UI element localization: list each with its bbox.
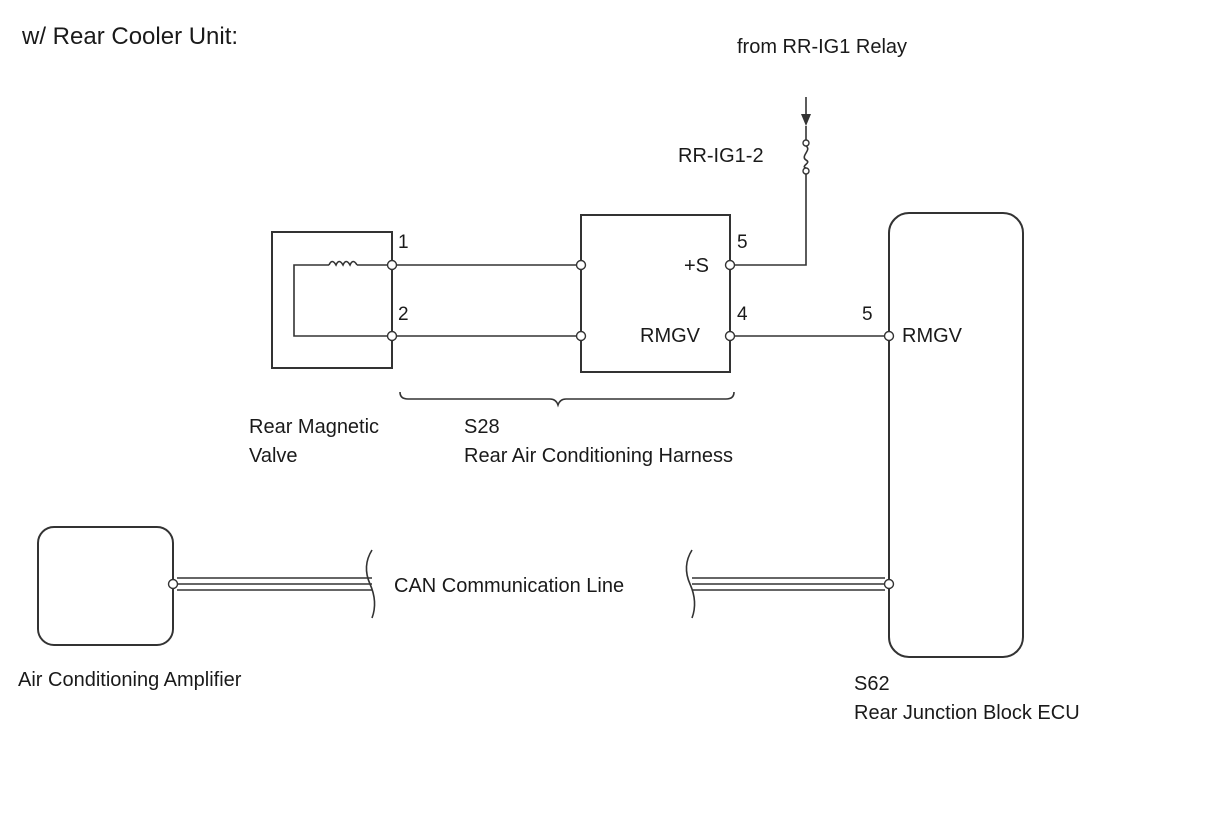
ecu-label-rmgv: RMGV — [902, 325, 963, 347]
valve-name-line2: Valve — [249, 445, 298, 467]
harness-label-s: +S — [684, 255, 709, 277]
harness-terminal-left-2 — [575, 330, 587, 342]
valve-name-line1: Rear Magnetic — [249, 416, 379, 438]
ecu-name: Rear Junction Block ECU — [854, 702, 1080, 724]
harness-label-rmgv: RMGV — [640, 325, 701, 347]
valve-pin-1: 1 — [398, 232, 409, 253]
harness-terminal-s — [724, 259, 736, 271]
wire-fuse-to-s — [733, 174, 807, 266]
harness-pin-s: 5 — [737, 232, 748, 253]
amplifier-name: Air Conditioning Amplifier — [18, 669, 242, 691]
harness-terminal-left-1 — [575, 259, 587, 271]
ecu-terminal-can — [883, 578, 895, 590]
diagram-title: w/ Rear Cooler Unit: — [21, 23, 238, 50]
relay-source-label: from RR-IG1 Relay — [737, 36, 907, 58]
harness-terminal-rmgv — [724, 330, 736, 342]
harness-bracket — [399, 391, 735, 408]
fuse-label: RR-IG1-2 — [678, 145, 764, 167]
harness-pin-rmgv: 4 — [737, 304, 748, 325]
amplifier-terminal-can — [167, 578, 179, 590]
harness-code: S28 — [464, 416, 500, 438]
ecu-pin: 5 — [862, 304, 873, 325]
ecu-code: S62 — [854, 673, 890, 695]
air-conditioning-amplifier-box — [37, 526, 174, 646]
rear-magnetic-valve-box — [271, 231, 393, 369]
valve-pin-2: 2 — [398, 304, 409, 325]
harness-name: Rear Air Conditioning Harness — [464, 445, 733, 467]
ecu-terminal-rmgv — [883, 330, 895, 342]
can-line-right — [685, 549, 885, 619]
valve-terminal-1 — [386, 259, 398, 271]
rear-ac-harness-box — [580, 214, 731, 373]
relay-feed-arrow — [801, 97, 811, 126]
can-line-left — [177, 549, 376, 619]
fuse-symbol — [802, 126, 810, 175]
coil-icon — [293, 260, 387, 337]
can-line-label: CAN Communication Line — [394, 575, 624, 597]
rear-junction-block-ecu-box — [888, 212, 1024, 658]
valve-terminal-2 — [386, 330, 398, 342]
